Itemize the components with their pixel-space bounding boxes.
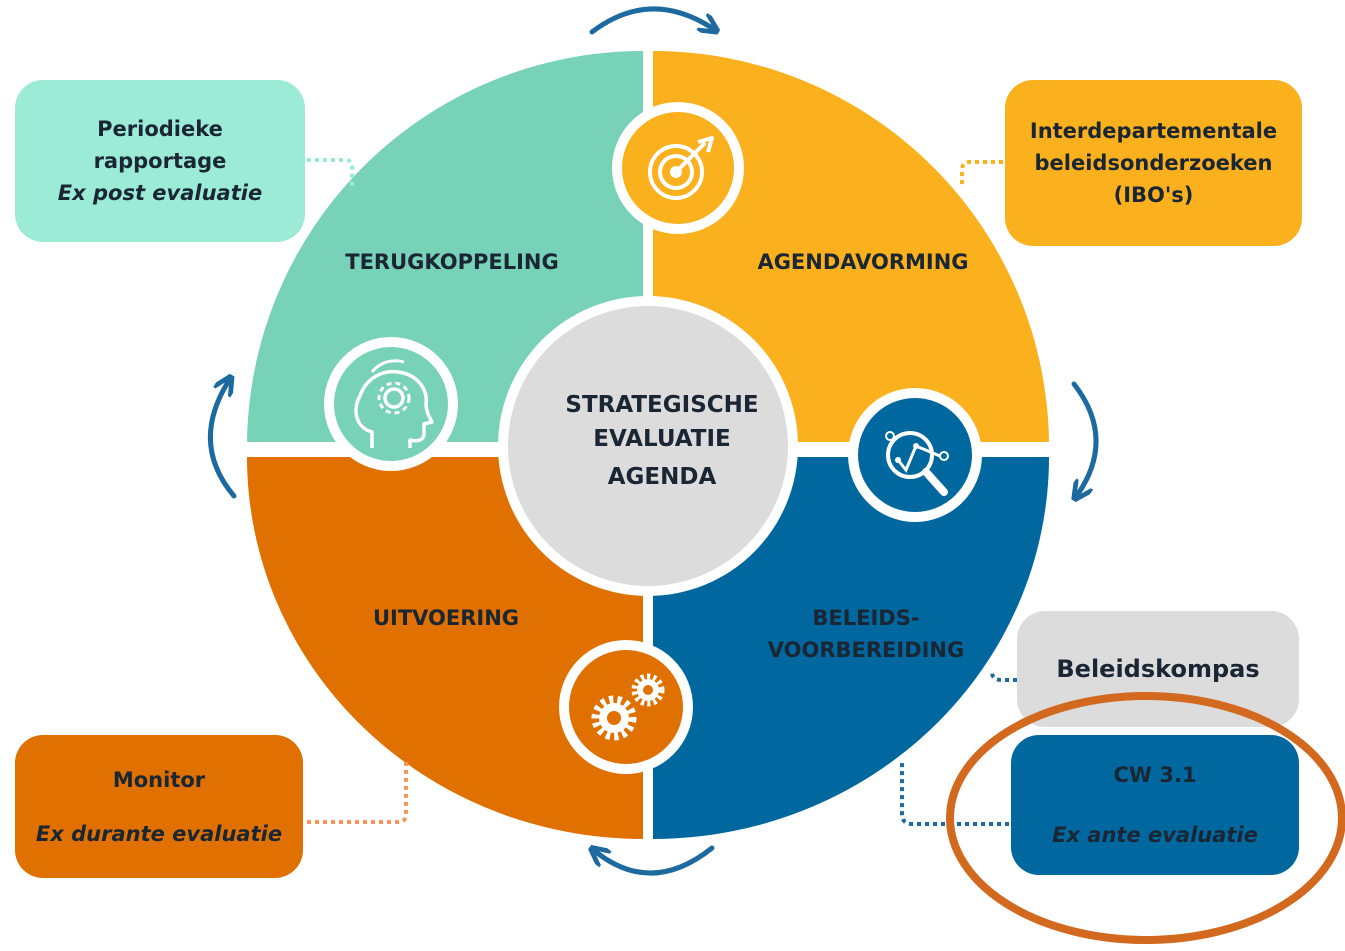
head-gear-icon [324,337,458,471]
label-terugkoppeling: TERUGKOPPELING [345,250,558,274]
center-title-line2: EVALUATIE [593,426,731,452]
label-beleids-line2: VOORBEREIDING [768,638,965,662]
ibo-line3: (IBO's) [1113,183,1194,207]
cycle-arrows [208,6,1099,876]
arrow-left [208,382,237,499]
label-beleids-line1: BELEIDS- [812,606,919,630]
periodiek-title-line2: rapportage [93,149,227,173]
target-icon [612,102,744,234]
magnifier-chart-icon [848,388,982,522]
arrow-top [589,6,712,32]
gears-icon [559,640,693,774]
cw-subtitle: Ex ante evaluatie [1052,823,1258,847]
box-monitor: Monitor Ex durante evaluatie [15,735,303,878]
periodiek-subtitle: Ex post evaluatie [57,181,263,205]
center-title-line3: AGENDA [608,464,717,490]
label-agendavorming: AGENDAVORMING [757,250,968,274]
ibo-line2: beleidsonderzoeken [1034,151,1273,175]
cw-title: CW 3.1 [1113,763,1197,787]
arrow-bottom [596,848,715,876]
dotted-connectors [307,158,1017,826]
monitor-title: Monitor [112,767,206,792]
monitor-subtitle: Ex durante evaluatie [35,821,283,846]
arrow-right [1074,381,1099,494]
label-uitvoering: UITVOERING [373,606,519,630]
ibo-line1: Interdepartementale [1029,119,1278,143]
kompas-title: Beleidskompas [1056,655,1260,683]
box-beleidskompas: Beleidskompas [1017,611,1299,727]
box-cw31: CW 3.1 Ex ante evaluatie [1011,735,1299,875]
box-ibo: Interdepartementale beleidsonderzoeken (… [1005,80,1302,246]
center-title-line1: STRATEGISCHE [565,392,758,418]
periodiek-title-line1: Periodieke [97,117,223,141]
box-periodieke-rapportage: Periodieke rapportage Ex post evaluatie [15,80,305,242]
